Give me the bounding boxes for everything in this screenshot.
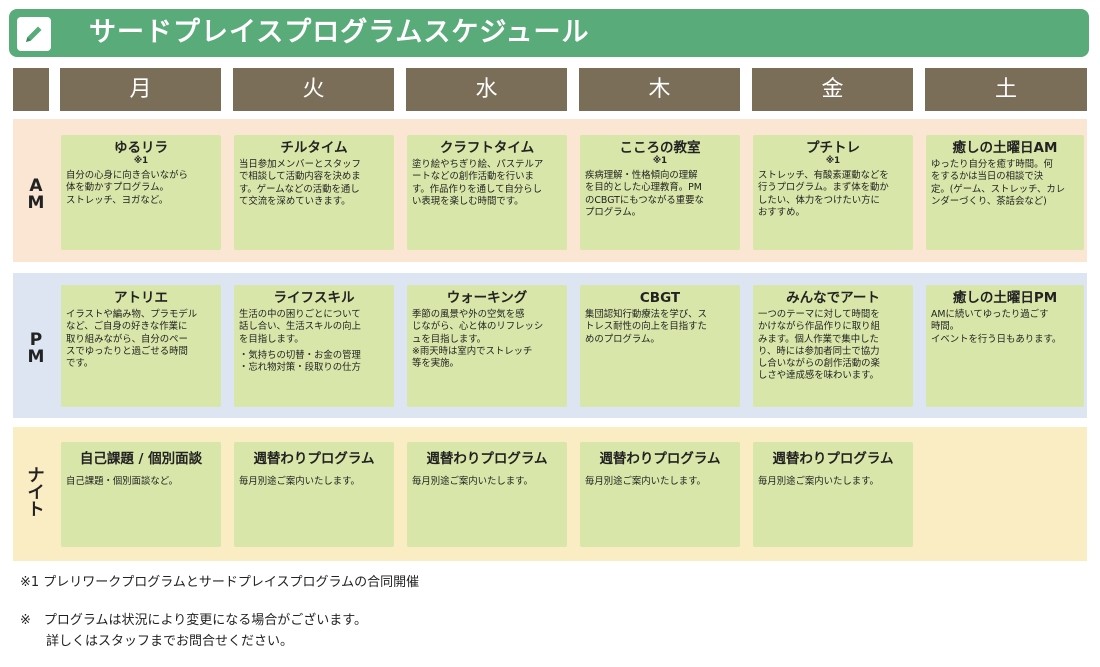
program-card-tue-pm[interactable]: ライフスキル 生活の中の困りごとについて 話し合い、生活スキルの向上 を目指しま…: [234, 285, 394, 407]
program-title: チルタイム: [280, 140, 348, 156]
program-description: 自分の心身に向き合いながら 体を動かすプログラム。 ストレッチ、ヨガなど。: [66, 170, 188, 206]
program-card-wed-am[interactable]: クラフトタイム 塗り絵やちぎり絵、パステルア ートなどの創作活動を行いま す。作…: [407, 135, 567, 250]
program-card-tue-am[interactable]: チルタイム 当日参加メンバーとスタッフ で相談して活動内容を決めま す。ゲームな…: [234, 135, 394, 250]
program-title: クラフトタイム: [439, 140, 535, 156]
program-note: ※1: [133, 156, 149, 166]
program-description: ストレッチ、有酸素運動などを 行うプログラム。まず体を動か したい、体力をつけた…: [758, 170, 889, 218]
program-title: 週替わりプログラム: [772, 451, 894, 467]
program-list: ・気持ちの切替・お金の管理 ・忘れ物対策・段取りの仕方: [239, 349, 361, 374]
program-description: 疾病理解・性格傾向の理解 を目的とした心理教育。PM のCBGTにもつながる重要…: [585, 170, 704, 218]
program-card-mon-night[interactable]: 自己課題 / 個別面談 自己課題・個別面談など。: [61, 442, 221, 547]
corner-cell: [13, 68, 49, 111]
program-title: 癒しの土曜日PM: [952, 290, 1058, 306]
program-description: 毎月別途ご案内いたします。: [585, 476, 706, 487]
program-description: 毎月別途ご案内いたします。: [239, 476, 360, 487]
program-description: AMに続いてゆったり過ごす 時間。 イベントを行う日もあります。: [931, 309, 1062, 345]
program-description: イラストや編み物、プラモデル など、ご自身の好きな作業に 取り組みながら、自分の…: [66, 309, 198, 370]
program-card-thu-night[interactable]: 週替わりプログラム 毎月別途ご案内いたします。: [580, 442, 740, 547]
program-card-thu-am[interactable]: こころの教室 ※1 疾病理解・性格傾向の理解 を目的とした心理教育。PM のCB…: [580, 135, 740, 250]
day-header-thu: 木: [579, 68, 740, 111]
program-description: 毎月別途ご案内いたします。: [412, 476, 533, 487]
program-title: こころの教室: [619, 140, 701, 156]
program-title: プチトレ: [806, 140, 860, 156]
program-title: CBGT: [639, 290, 681, 306]
row-label-pm: P M: [27, 330, 45, 367]
program-description: 当日参加メンバーとスタッフ で相談して活動内容を決めま す。ゲームなどの活動を通…: [239, 159, 361, 207]
program-title: みんなでアート: [786, 290, 880, 306]
day-header-mon: 月: [60, 68, 221, 111]
program-title: ライフスキル: [273, 290, 355, 306]
page-header: サードプレイスプログラムスケジュール: [9, 9, 1089, 57]
program-title: 週替わりプログラム: [599, 451, 721, 467]
program-description: 集団認知行動療法を学び、ス トレス耐性の向上を目指すた めのプログラム。: [585, 309, 707, 345]
program-card-wed-pm[interactable]: ウォーキング 季節の風景や外の空気を感 じながら、心と体のリフレッシ ュを目指し…: [407, 285, 567, 407]
program-description: 生活の中の困りごとについて 話し合い、生活スキルの向上 を目指します。: [239, 309, 361, 345]
program-title: ゆるリラ: [114, 140, 168, 156]
program-description: 毎月別途ご案内いたします。: [758, 476, 879, 487]
day-header-fri: 金: [752, 68, 913, 111]
program-description: 塗り絵やちぎり絵、パステルア ートなどの創作活動を行いま す。作品作りを通して自…: [412, 159, 544, 207]
page-title: サードプレイスプログラムスケジュール: [89, 17, 590, 48]
program-card-sat-pm[interactable]: 癒しの土曜日PM AMに続いてゆったり過ごす 時間。 イベントを行う日もあります…: [926, 285, 1084, 407]
program-note: ※1: [652, 156, 668, 166]
program-card-fri-night[interactable]: 週替わりプログラム 毎月別途ご案内いたします。: [753, 442, 913, 547]
program-card-fri-am[interactable]: プチトレ ※1 ストレッチ、有酸素運動などを 行うプログラム。まず体を動か した…: [753, 135, 913, 250]
program-note: ※1: [825, 156, 841, 166]
program-title: アトリエ: [114, 290, 168, 306]
footnote-joint-program: ※1 プレリワークプログラムとサードプレイスプログラムの合同開催: [20, 575, 420, 590]
program-card-fri-pm[interactable]: みんなでアート 一つのテーマに対して時間を かけながら作品作りに取り組 みます。…: [753, 285, 913, 407]
day-header-sat: 土: [925, 68, 1087, 111]
program-description: ゆったり自分を癒す時間。何 をするかは当日の相談で決 定。(ゲーム、ストレッチ、…: [931, 159, 1066, 207]
program-title: 自己課題 / 個別面談: [79, 451, 203, 467]
pencil-icon: [17, 17, 51, 51]
program-card-wed-night[interactable]: 週替わりプログラム 毎月別途ご案内いたします。: [407, 442, 567, 547]
program-card-tue-night[interactable]: 週替わりプログラム 毎月別途ご案内いたします。: [234, 442, 394, 547]
program-card-sat-am[interactable]: 癒しの土曜日AM ゆったり自分を癒す時間。何 をするかは当日の相談で決 定。(ゲ…: [926, 135, 1084, 250]
program-title: ウォーキング: [446, 290, 528, 306]
program-description: 自己課題・個別面談など。: [66, 476, 179, 487]
row-label-night: ナ イ ト: [27, 466, 45, 520]
program-title: 週替わりプログラム: [426, 451, 548, 467]
footnote-schedule-change: ※ プログラムは状況により変更になる場合がございます。 詳しくはスタッフまでお問…: [20, 613, 367, 649]
program-card-thu-pm[interactable]: CBGT 集団認知行動療法を学び、ス トレス耐性の向上を目指すた めのプログラム…: [580, 285, 740, 407]
day-header-wed: 水: [406, 68, 567, 111]
program-card-mon-am[interactable]: ゆるリラ ※1 自分の心身に向き合いながら 体を動かすプログラム。 ストレッチ、…: [61, 135, 221, 250]
row-label-am: A M: [27, 176, 45, 213]
program-description: 一つのテーマに対して時間を かけながら作品作りに取り組 みます。個人作業で集中し…: [758, 309, 880, 382]
program-title: 癒しの土曜日AM: [952, 140, 1058, 156]
day-header-tue: 火: [233, 68, 394, 111]
program-title: 週替わりプログラム: [253, 451, 375, 467]
program-description: 季節の風景や外の空気を感 じながら、心と体のリフレッシ ュを目指します。 ※雨天…: [412, 309, 544, 370]
program-card-mon-pm[interactable]: アトリエ イラストや編み物、プラモデル など、ご自身の好きな作業に 取り組みなが…: [61, 285, 221, 407]
